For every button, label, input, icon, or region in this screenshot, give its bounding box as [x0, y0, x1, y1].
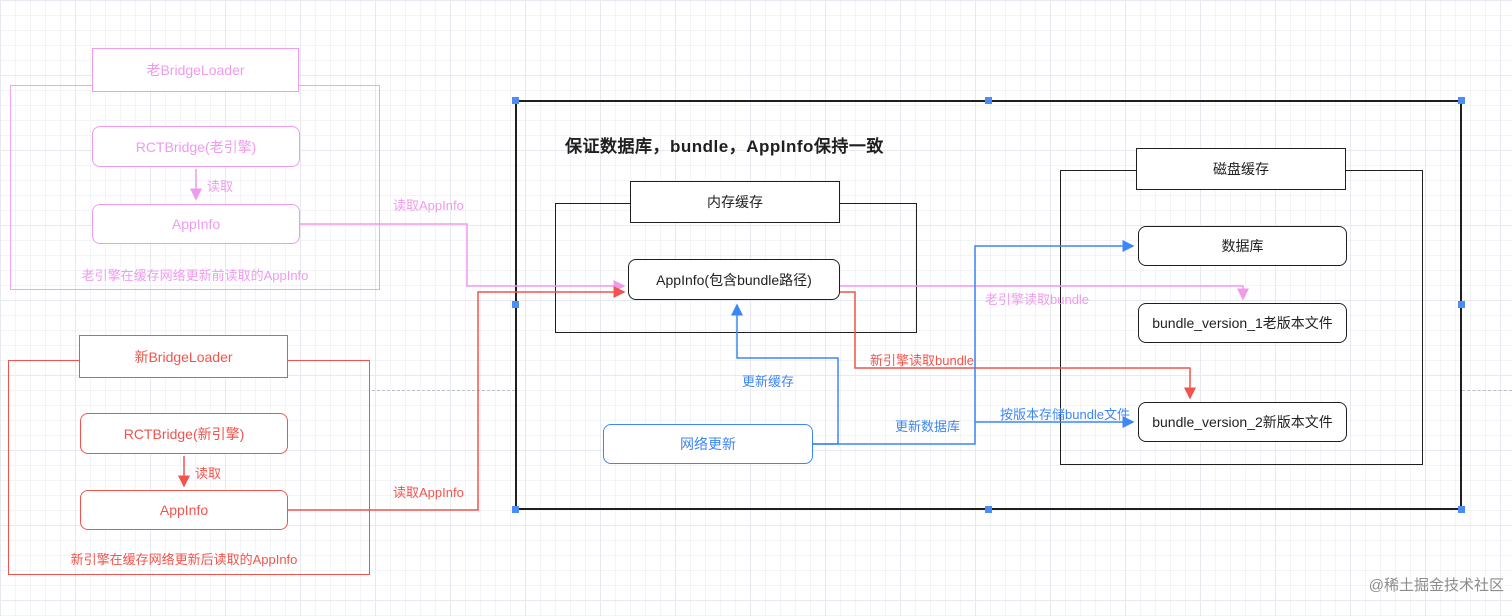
edge-label-new-read-appinfo[interactable]: 读取AppInfo: [393, 485, 464, 500]
appinfo-old-node[interactable]: AppInfo: [92, 204, 300, 244]
edge-label-update-database[interactable]: 更新数据库: [895, 419, 961, 434]
selection-handle-top-mid[interactable]: [985, 97, 992, 104]
network-update-node[interactable]: 网络更新: [603, 424, 813, 464]
memory-cache-title-node[interactable]: 内存缓存: [630, 181, 840, 223]
old-bridge-loader-node[interactable]: 老BridgeLoader: [92, 48, 299, 92]
selection-handle-mid-left[interactable]: [512, 301, 519, 308]
edge-label-store-bundle-by-version[interactable]: 按版本存储bundle文件: [1000, 407, 1131, 422]
rctbridge-new-node[interactable]: RCTBridge(新引擎): [80, 413, 288, 454]
edge-label-update-cache[interactable]: 更新缓存: [742, 374, 795, 389]
appinfo-new-node[interactable]: AppInfo: [80, 490, 288, 530]
rctbridge-old-node[interactable]: RCTBridge(老引擎): [92, 126, 300, 167]
selection-handle-mid-right[interactable]: [1458, 301, 1465, 308]
alignment-guide-left: [372, 390, 515, 391]
new-group-caption[interactable]: 新引擎在缓存网络更新后读取的AppInfo: [70, 552, 298, 567]
edge-label-old-read-appinfo[interactable]: 读取AppInfo: [393, 198, 464, 213]
selection-handle-bottom-mid[interactable]: [985, 506, 992, 513]
selection-handle-top-right[interactable]: [1458, 97, 1465, 104]
edge-label-new-engine-read-bundle[interactable]: 新引擎读取bundle: [870, 353, 975, 368]
selection-handle-top-left[interactable]: [512, 97, 519, 104]
edge-label-old-engine-read-bundle[interactable]: 老引擎读取bundle: [985, 292, 1090, 307]
main-title[interactable]: 保证数据库，bundle，AppInfo保持一致: [565, 137, 884, 156]
selection-handle-bottom-right[interactable]: [1458, 506, 1465, 513]
bundle-version-2-node[interactable]: bundle_version_2新版本文件: [1138, 402, 1347, 442]
disk-cache-title-node[interactable]: 磁盘缓存: [1136, 148, 1346, 190]
edge-label-old-read[interactable]: 读取: [207, 179, 234, 194]
new-bridge-loader-node[interactable]: 新BridgeLoader: [79, 335, 288, 378]
bundle-version-1-node[interactable]: bundle_version_1老版本文件: [1138, 303, 1347, 343]
selection-handle-bottom-left[interactable]: [512, 506, 519, 513]
old-group-caption[interactable]: 老引擎在缓存网络更新前读取的AppInfo: [81, 268, 309, 283]
edge-label-new-read[interactable]: 读取: [195, 466, 222, 481]
watermark: @稀土掘金技术社区: [1368, 577, 1504, 594]
old-bridge-loader-group[interactable]: [10, 85, 380, 290]
new-bridge-loader-group[interactable]: [8, 360, 370, 575]
alignment-guide-right: [1462, 390, 1512, 391]
database-node[interactable]: 数据库: [1138, 226, 1347, 266]
appinfo-bundle-path-node[interactable]: AppInfo(包含bundle路径): [628, 259, 840, 300]
